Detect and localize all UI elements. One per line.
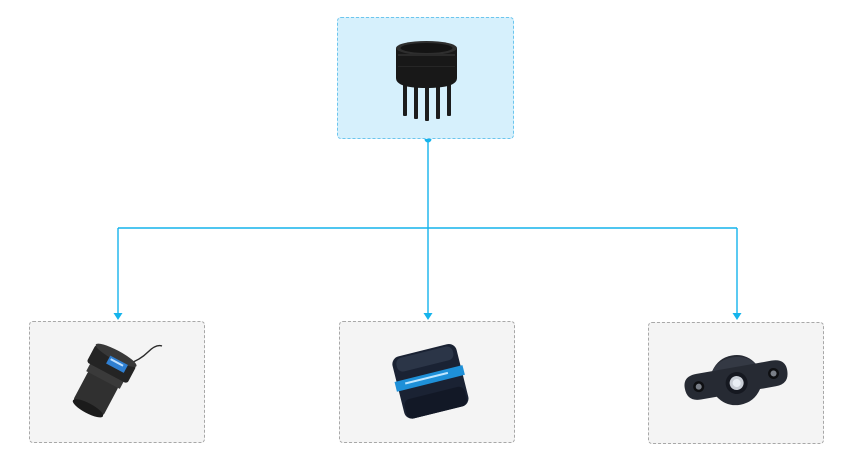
arrowhead-center [423, 313, 433, 320]
arrowhead-left [113, 313, 123, 320]
ultrasonic-transducer-sensor-icon [396, 41, 457, 121]
square-ultrasonic-sensor-module-icon [392, 343, 469, 419]
child-node-left[interactable] [29, 321, 205, 443]
child-node-right[interactable] [648, 322, 824, 444]
cylindrical-ultrasonic-sensor-with-cable-icon [72, 343, 163, 418]
arrowhead-right [732, 313, 742, 320]
dual-hole-mounted-sensor-icon [684, 355, 788, 406]
root-node[interactable] [337, 17, 514, 139]
child-node-center[interactable] [339, 321, 515, 443]
